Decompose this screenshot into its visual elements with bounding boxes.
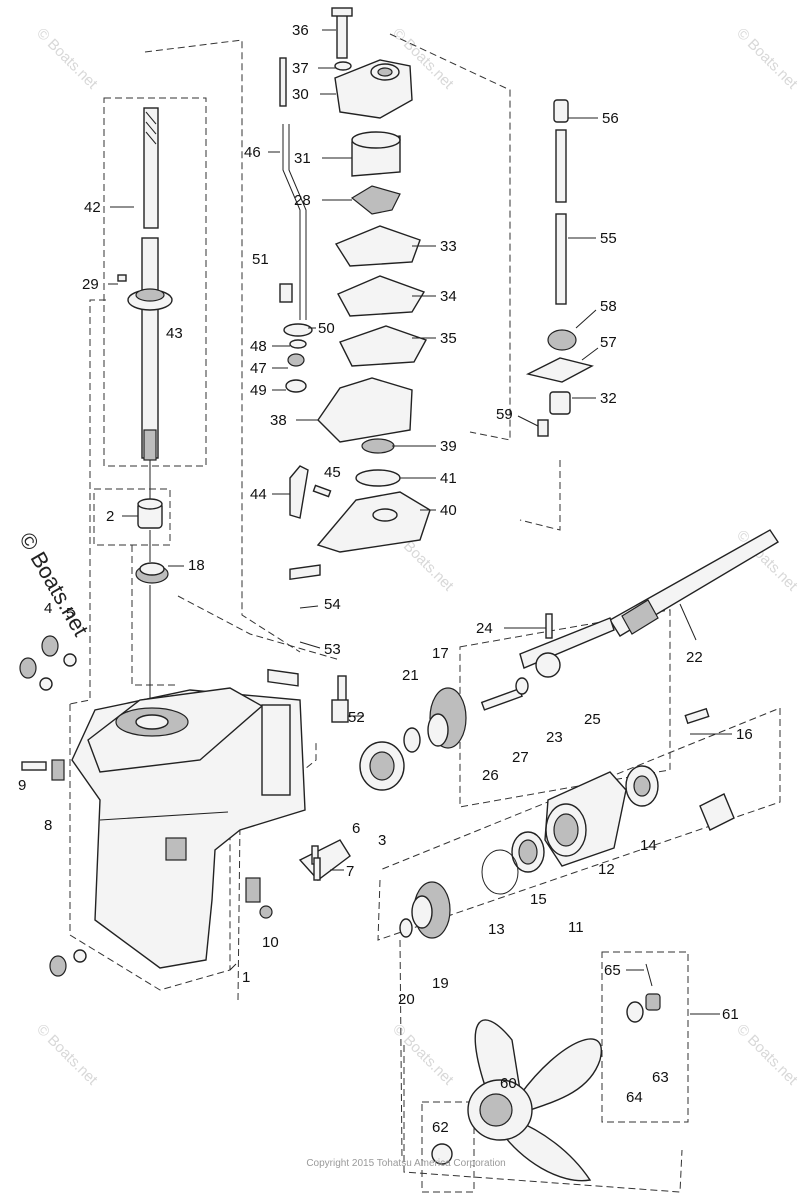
part-label: 50 [318,320,335,337]
part-label: 19 [432,975,449,992]
part-label: 4 [44,600,52,617]
gear-case [71,687,306,969]
part-label: 28 [294,192,311,209]
part-label: 30 [292,86,309,103]
part-label: 24 [476,620,493,637]
part-number-labels: 36 37 30 46 31 28 33 34 35 50 48 47 49 3… [18,22,753,1136]
part-label: 55 [600,230,617,247]
part-label: 54 [324,596,341,613]
part-label: 2 [106,508,114,525]
part-label: 7 [346,863,354,880]
part-label: 38 [270,412,287,429]
housing-fasteners [19,635,87,977]
part-label: 47 [250,360,267,377]
part-label: 41 [440,470,457,487]
watermark: © Boats.net [733,25,801,93]
part-label: 20 [398,991,415,1008]
watermark: © Boats.net [733,1021,801,1089]
part-label: 59 [496,406,513,423]
shift-cam-parts [267,564,321,687]
watermark: © Boats.net [33,1021,101,1089]
part-label: 60 [500,1075,517,1092]
part-label: 52 [348,709,365,726]
part-label: 10 [262,934,279,951]
part-label: 34 [440,288,457,305]
part-label: 64 [626,1089,643,1106]
part-label: 18 [188,557,205,574]
part-label: 26 [482,767,499,784]
part-label: 21 [402,667,419,684]
propeller-shaft [519,529,779,678]
part-label: 12 [598,861,615,878]
assembly-outlines [69,33,781,1193]
part-label: 46 [244,144,261,161]
part-label: 22 [686,649,703,666]
part-label: 62 [432,1119,449,1136]
watermark: © Boats.net [33,25,101,93]
part-label: 45 [324,464,341,481]
part-label: 61 [722,1006,739,1023]
part-label: 1 [242,969,250,986]
bushing-and-pinion [135,498,169,700]
part-label: 14 [640,837,657,854]
copyright-notice: Copyright 2015 Tohatsu America Corporati… [306,1158,506,1169]
forward-gear [331,677,529,791]
part-label: 16 [736,726,753,743]
part-label: 11 [568,919,584,936]
part-label: 51 [252,251,269,268]
watermark: © Boats.net [389,1021,457,1089]
part-label: 40 [440,502,457,519]
part-label: 37 [292,60,309,77]
part-label: 13 [488,921,505,938]
drive-shaft [117,107,173,500]
part-label: 9 [18,777,26,794]
part-label: 43 [166,325,183,342]
part-label: 36 [292,22,309,39]
part-label: 48 [250,338,267,355]
part-label: 32 [600,390,617,407]
water-pump [316,7,431,553]
part-label: 44 [250,486,267,503]
part-label: 3 [378,832,386,849]
part-label: 57 [600,334,617,351]
part-label: 27 [512,749,529,766]
shift-rod [279,57,332,519]
reverse-gear-assembly [399,707,735,939]
upper-right-shaft [525,99,594,437]
part-label: 17 [432,645,449,662]
part-label: 31 [294,150,311,167]
part-label: 53 [324,641,341,658]
part-label: 56 [602,110,619,127]
part-label: 15 [530,891,547,908]
part-label: 39 [440,438,457,455]
part-label: 6 [352,820,360,837]
part-label: 8 [44,817,52,834]
propeller [431,963,661,1182]
part-label: 23 [546,729,563,746]
part-label: 25 [584,711,601,728]
part-label: 49 [250,382,267,399]
part-label: 5 [66,605,74,622]
part-label: 58 [600,298,617,315]
leader-lines [108,29,732,1015]
part-label: 35 [440,330,457,347]
shift-lever-parts [245,675,351,919]
part-label: 29 [82,276,99,293]
part-label: 65 [604,962,621,979]
part-label: 63 [652,1069,669,1086]
part-label: 33 [440,238,457,255]
part-label: 42 [84,199,101,216]
